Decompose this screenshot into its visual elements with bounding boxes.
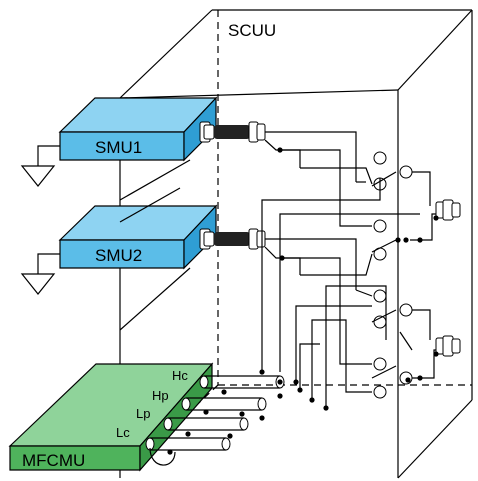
hp-port [181,397,191,411]
output-triax-1-icon [433,199,461,221]
hc-label: Hc [172,368,188,383]
smu1-module: SMU1 [58,96,218,162]
smu2-module: SMU2 [58,204,218,270]
mfcmu-label: MFCMU [22,451,85,470]
smu2-triax-connector [199,228,266,250]
smu1-label: SMU1 [95,138,142,157]
scuu-label: SCUU [228,21,276,40]
output-triax-2-icon [433,335,461,357]
smu2-label: SMU2 [95,246,142,265]
lp-port [163,417,173,431]
lp-label: Lp [136,406,150,421]
mfcmu-module: MFCMU Hc Hp Lp Lc [8,362,214,472]
lc-label: Lc [116,425,130,440]
scuu-enclosure [119,9,473,479]
hp-label: Hp [152,388,169,403]
smu2-cable [214,232,250,246]
smu1-triax-connector [199,121,266,143]
hc-port [199,375,209,389]
smu1-ground-icon [20,145,60,187]
smu2-ground-icon [20,253,60,295]
internal-wiring [259,131,440,411]
mfcmu-coax-cables [149,375,285,466]
scuu-inner-lines [119,159,191,331]
smu1-cable [214,125,250,139]
